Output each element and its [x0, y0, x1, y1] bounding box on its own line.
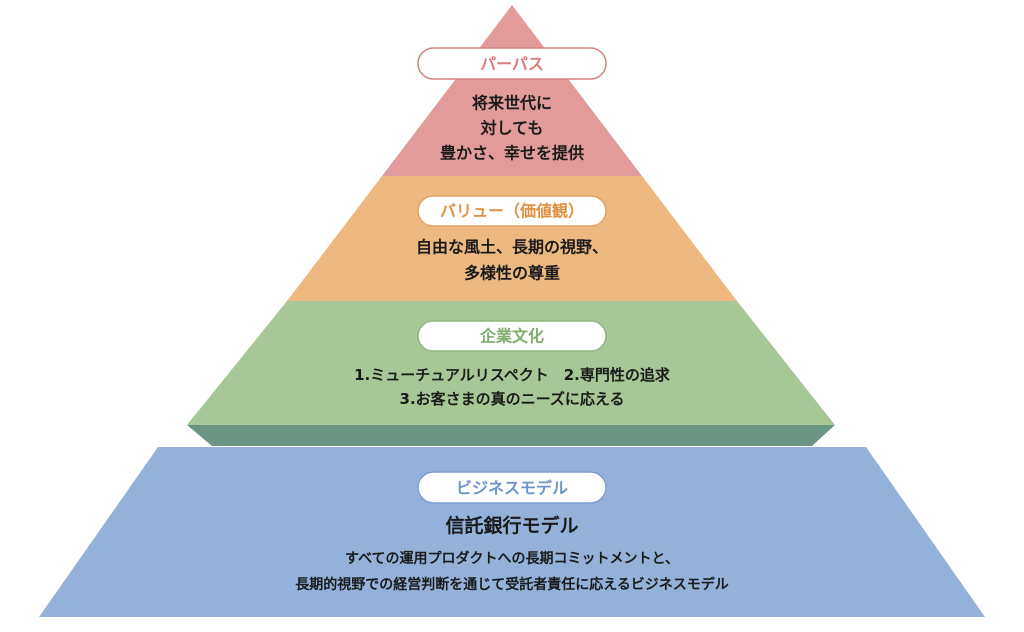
business-pill: [417, 471, 607, 504]
business-heading: 信託銀行モデル: [445, 514, 578, 537]
culture-line-1: 1.ミューチュアルリスペクト 2.専門性の追求: [354, 366, 671, 384]
purpose-line-1: 将来世代に: [472, 94, 552, 113]
value-line-1: 自由な風土、長期の視野、: [416, 238, 608, 257]
culture-tier: [187, 301, 835, 425]
purpose-tier: [382, 5, 642, 176]
purpose-label: パーパス: [480, 55, 544, 74]
value-pill: [417, 195, 607, 227]
business-label: ビジネスモデル: [456, 479, 568, 498]
value-line-2: 多様性の尊重: [464, 264, 560, 283]
purpose-line-3: 豊かさ、幸せを提供: [440, 144, 584, 163]
business-tier: [39, 447, 985, 617]
culture-pill: [417, 320, 607, 352]
purpose-pill: [417, 47, 607, 80]
value-tier: [287, 176, 737, 301]
culture-label: 企業文化: [479, 327, 544, 346]
business-line-2: 長期的視野での経営判断を通じて受託者責任に応えるビジネスモデル: [295, 576, 729, 593]
purpose-line-2: 対しても: [480, 119, 544, 138]
value-label: バリュー（価値観）: [440, 202, 584, 221]
culture-line-2: 3.お客さまの真のニーズに応える: [400, 390, 625, 408]
culture-tier-base: [187, 425, 835, 446]
business-line-1: すべての運用プロダクトへの長期コミットメントと、: [345, 550, 679, 567]
